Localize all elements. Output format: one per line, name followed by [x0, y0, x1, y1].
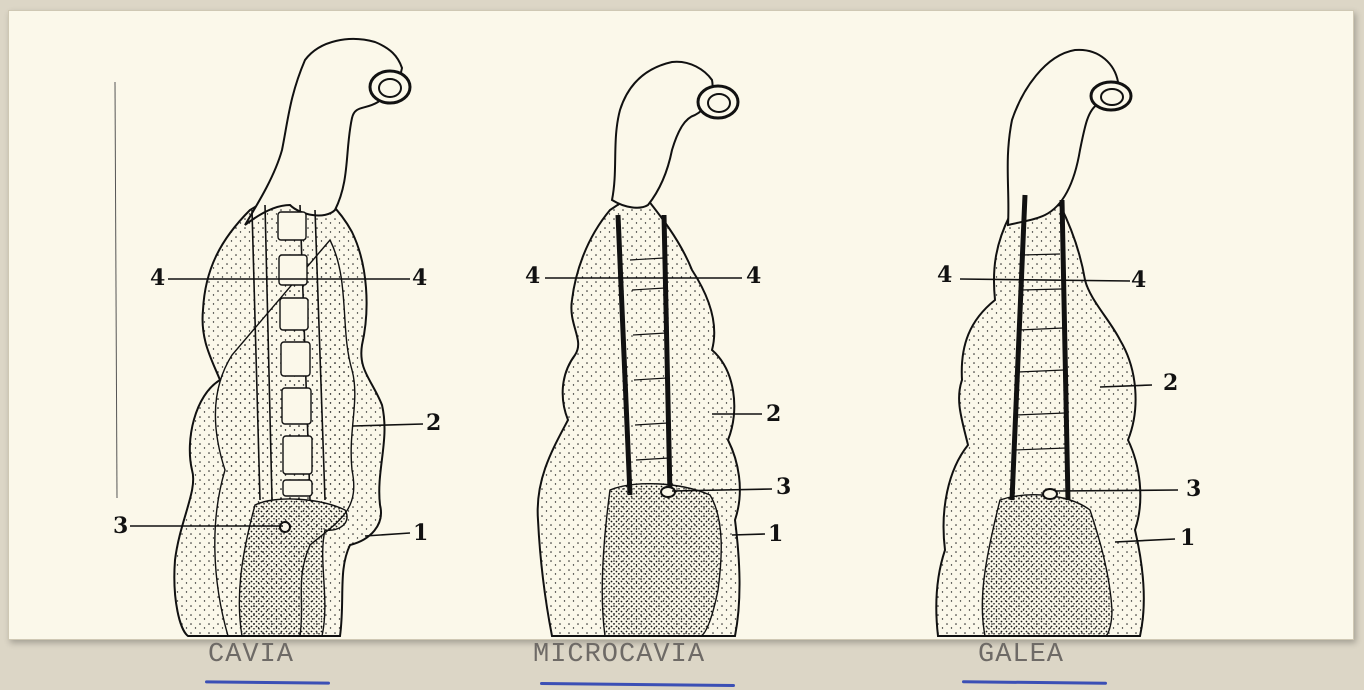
cavia-label-4-left: 4	[150, 265, 165, 291]
microcavia-tube	[612, 62, 713, 208]
galea-label-4-left: 4	[937, 262, 952, 288]
cavia-label-3: 3	[113, 513, 128, 539]
galea-figure	[936, 50, 1144, 636]
caption-cavia: CAVIA	[208, 640, 294, 670]
margin-line	[115, 82, 117, 498]
caption-microcavia: MICROCAVIA	[533, 640, 705, 670]
caption-galea: GALEA	[978, 640, 1064, 670]
galea-label-4-right: 4	[1131, 267, 1146, 293]
microcavia-label-1: 1	[768, 521, 783, 547]
cavia-tube	[245, 39, 402, 225]
microcavia-label-4-right: 4	[746, 263, 761, 289]
microcavia-label-2: 2	[766, 401, 781, 427]
microcavia-base-mass	[602, 484, 721, 636]
cavia-label-2: 2	[426, 410, 441, 436]
cavia-label-1: 1	[413, 520, 428, 546]
microcavia-label-4-left: 4	[525, 263, 540, 289]
galea-label-3: 3	[1186, 476, 1201, 502]
microcavia-label-3: 3	[776, 474, 791, 500]
galea-label-1: 1	[1180, 525, 1195, 551]
cavia-label-4-right: 4	[412, 265, 427, 291]
cavia-figure	[174, 39, 410, 636]
microcavia-figure	[538, 62, 740, 636]
galea-label-2: 2	[1163, 370, 1178, 396]
galea-base-mass	[982, 495, 1112, 636]
